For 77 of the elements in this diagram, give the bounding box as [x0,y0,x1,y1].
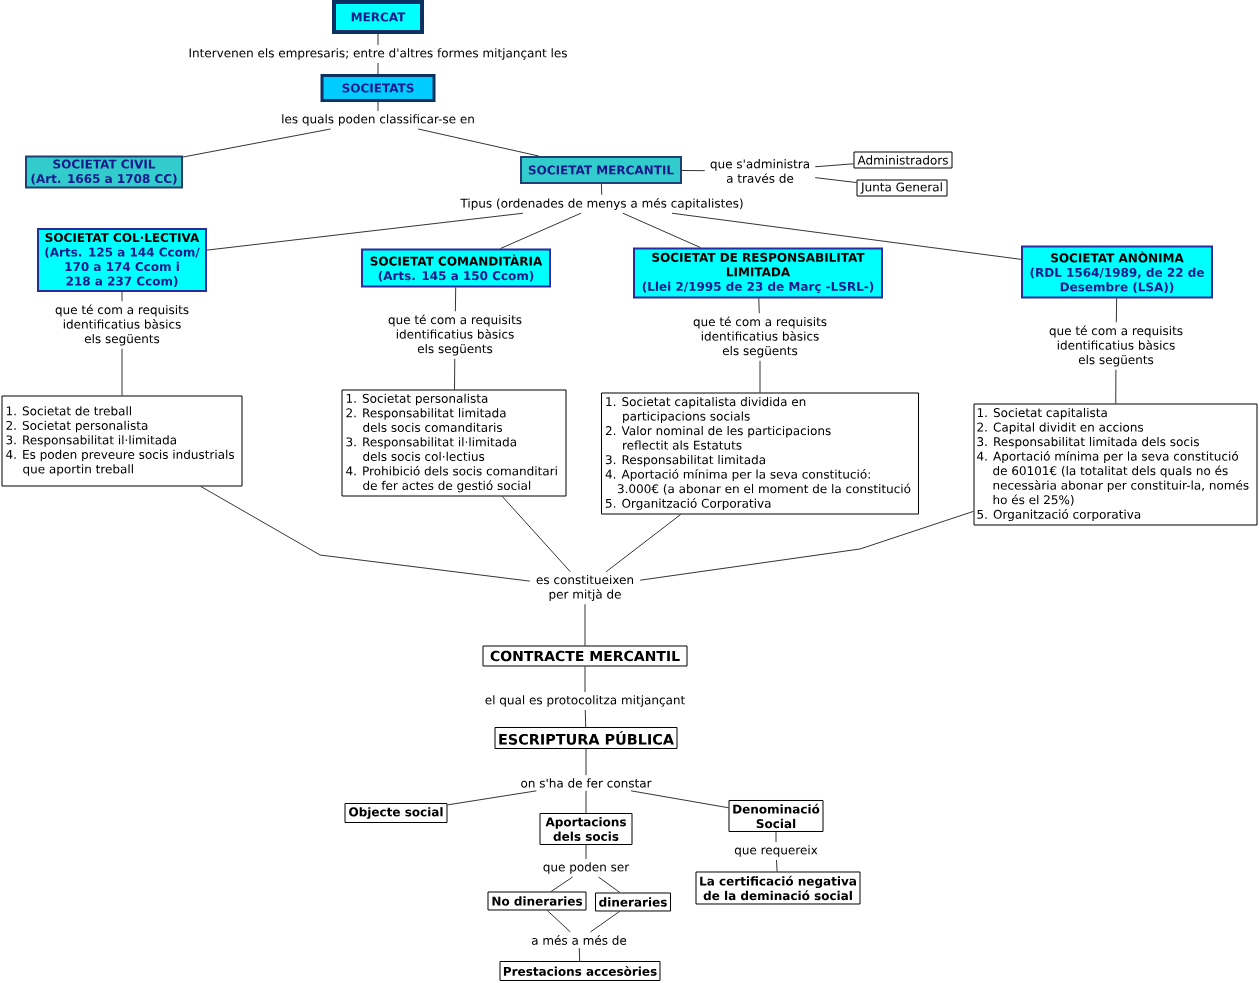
connector-line [814,163,854,168]
connector-line [759,360,761,393]
connector-line [775,831,777,843]
connector-line [598,876,621,893]
linking-phrase: que requereix [734,845,818,857]
connector-line [546,910,571,933]
connector-line [605,514,682,573]
connector-line [681,170,706,172]
concept-box: Administradors [853,151,953,169]
connector-line [590,911,620,933]
concept-box: MERCAT [332,0,424,34]
connector-line [1115,298,1118,323]
linking-phrase: que té com a requisits identificatius bàsics els següents [388,314,522,356]
linking-phrase: a més a més de [531,935,627,945]
concept-box: Denominació Social [728,800,824,832]
connector-line [121,291,123,302]
connector-line [1115,369,1117,404]
concept-box: SOCIETAT COMANDITÀRIA (Arts. 145 a 150 Ccom) [361,248,551,288]
linking-phrase: on s'ha de fer constar [521,778,652,788]
list-box: 1. Societat capitalista dividida en participacions socials 2. Valor nominal de les participacions reflectit als Estatuts 3. Responsabilitat limitada 4. Aportació mínima per la seva constitució: 3.000€ (a abonar en el moment de la constitució 5. Organització Corporativa [601,392,919,515]
list-box: 1. Societat capitalista 2. Capital dividit en accions 3. Responsabilitat limitada dels socis 4. Aportació mínima per la seva constitució de 60101€ (la totalitat dels quals no és necessària abonar per constituir-la, només ho és el 25%) 5. Organització corporativa [973,403,1258,526]
connector-line [182,128,331,158]
linking-phrase: es constitueixen per mitjà de [536,574,633,602]
connector-line [671,212,1022,260]
concept-box: SOCIETAT DE RESPONSABILITAT LIMITADA (Llei 2/1995 de 23 de Març -LSRL-) [633,247,883,299]
connector-line [814,177,857,183]
connector-line [585,790,587,814]
connector-line [601,183,603,196]
connector-line [584,603,586,646]
connector-line [377,33,379,46]
concept-box: SOCIETAT COL·LECTIVA (Arts. 125 a 144 Ccom/ 170 a 174 Ccom i 218 a 237 Ccom) [37,228,207,292]
connector-line [584,709,587,728]
concept-box: SOCIETATS [320,74,436,102]
linking-phrase: que poden ser [543,862,630,874]
linking-phrase: les quals poden classificar-se en [282,114,474,126]
connector-line [758,298,760,314]
linking-phrase: Intervenen els empresaris; entre d'altres formes mitjançant les [189,48,567,60]
linking-phrase: el qual es protocolitza mitjançant [485,695,685,707]
connector-line [622,212,701,248]
connector-line [500,212,582,249]
concept-box: Objecte social [344,803,448,823]
connector-line [417,128,539,157]
concept-box: No dineraries [487,891,587,911]
concept-box: CONTRACTE MERCANTIL [482,645,688,667]
connector-line [200,486,531,582]
concept-box: Prestacions accesòries [499,961,661,981]
concept-box: Aportacions dels socis [539,813,633,845]
concept-box: ESCRIPTURA PÚBLICA [494,727,678,749]
linking-phrase: que té com a requisits identificatius bàsics els següents [55,304,189,346]
connector-line [585,844,587,860]
connector-line [584,666,586,693]
connector-line [377,101,379,112]
list-box: 1. Societat de treball 2. Societat personalista 3. Responsabilitat il·limitada 4. Es poden preveure socis industrials que aportin treball [1,395,243,487]
concept-box: dineraries [595,892,671,912]
connector-line [578,947,581,962]
concept-box: La certificació negativa de la deminació social [695,871,861,905]
linking-phrase: Tipus (ordenades de menys a més capitalistes) [460,197,743,211]
connector-line [501,496,571,573]
list-box: 1. Societat personalista 2. Responsabilitat limitada dels socis comanditaris 3. Responsabilitat il·limitada dels socis col·lectius 4. Prohibició dels socis comanditari de fer actes de gestió social [341,389,567,497]
concept-box: Junta General [856,179,948,197]
linking-phrase: que s'administra a través de [710,159,809,183]
linking-phrase: que té com a requisits identificatius bàsics els següents [1049,325,1183,367]
concept-box: SOCIETAT ANÒNIMA (RDL 1564/1989, de 22 de Desembre (LSA)) [1021,245,1213,299]
concept-box: SOCIETAT MERCANTIL [520,156,682,184]
connector-line [550,876,574,892]
connector-line [454,358,456,390]
concept-box: SOCIETAT CIVIL (Art. 1665 a 1708 CC) [25,155,183,189]
connector-line [447,790,537,806]
connector-line [630,790,729,809]
connector-line [121,348,123,396]
connector-line [377,62,379,75]
connector-line [639,510,974,581]
connector-line [454,287,457,312]
connector-line [585,748,587,776]
connector-line [206,212,524,251]
linking-phrase: que té com a requisits identificatius bàsics els següents [693,316,827,358]
connector-line [776,859,778,872]
